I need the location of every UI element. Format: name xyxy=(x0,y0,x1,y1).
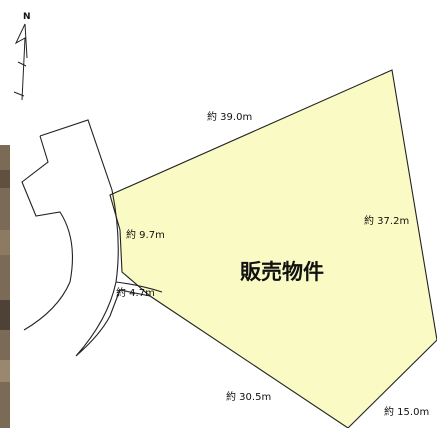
dimension-label-right: 約 37.2m xyxy=(364,214,409,227)
aerial-photo-strip xyxy=(0,145,10,428)
dimension-label-top: 約 39.0m xyxy=(207,110,252,123)
dimension-label-left-lower: 約 4.7m xyxy=(116,286,155,299)
dimension-label-bottom-right: 約 15.0m xyxy=(384,405,429,418)
north-arrow-icon xyxy=(13,23,28,101)
property-label: 販売物件 xyxy=(240,260,324,284)
adjacent-road-outline xyxy=(21,119,163,357)
north-label: N xyxy=(23,12,31,22)
dimension-label-left-upper: 約 9.7m xyxy=(126,228,165,241)
dimension-label-bottom: 約 30.5m xyxy=(226,390,271,403)
property-lot[interactable] xyxy=(109,69,437,428)
